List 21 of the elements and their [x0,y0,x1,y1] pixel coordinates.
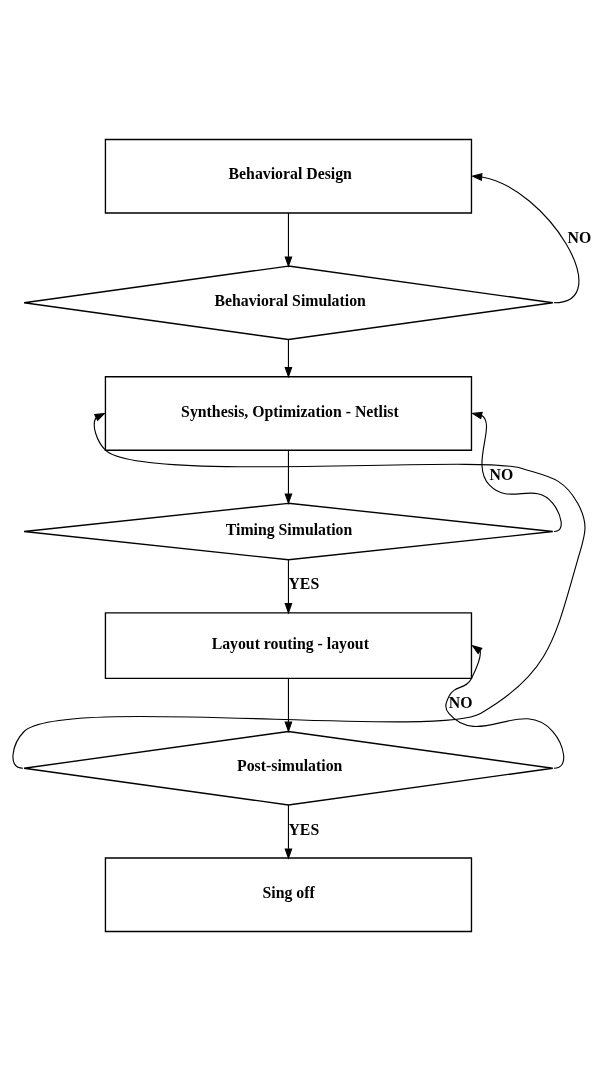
arrow [284,449,293,505]
arrow [445,644,565,769]
edge-label: NO [567,228,592,246]
edge-label: NO [489,465,514,483]
arrow [284,339,293,379]
arrow [284,804,293,860]
arrow [470,173,580,304]
edge-label: NO [448,694,473,712]
node-box: Layout routing - layout [104,612,473,680]
arrow [284,678,293,733]
arrow [284,559,293,615]
node-box: Synthesis, Optimization - Netlist [104,376,473,451]
node-diamond: Behavioral Simulation [23,265,554,341]
node-box: Behavioral Design [104,138,473,214]
edge-label: YES [288,820,320,838]
node-box: Sing off [104,857,473,933]
node-diamond: Post-simulation [23,730,554,806]
edge-label: YES [288,575,320,593]
node-diamond: Timing Simulation [23,502,554,561]
arrow [284,212,293,268]
arrow [12,412,586,769]
